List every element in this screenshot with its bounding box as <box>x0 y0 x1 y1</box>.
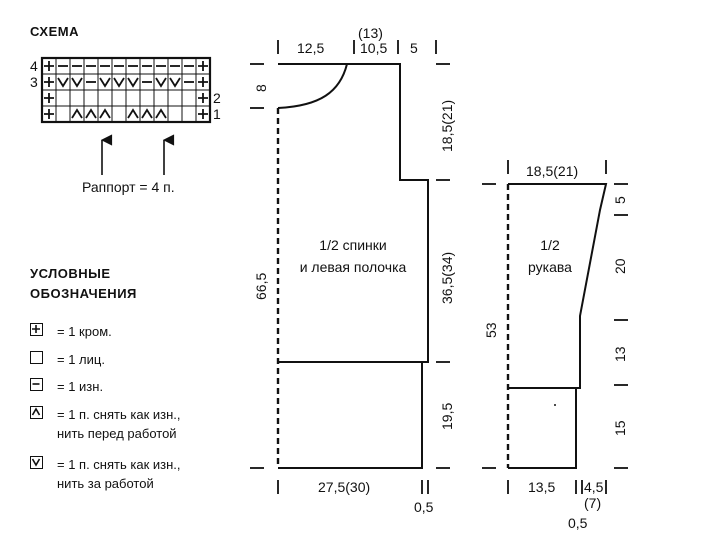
row-number-1: 1 <box>213 106 221 122</box>
dim-top-mid: 10,5 <box>360 40 387 56</box>
body-dimension-ticks <box>250 40 450 494</box>
dim-rib-height: 19,5 <box>439 403 455 430</box>
chart-stitch-symbol <box>198 77 208 87</box>
plus-icon <box>30 323 43 336</box>
dim-armhole-rib: 36,5(34) <box>439 252 455 304</box>
chart-stitch-symbol <box>169 77 181 88</box>
row-number-4: 4 <box>30 58 38 74</box>
sleeve-dim-5: 5 <box>612 196 628 204</box>
chart-stitch-symbol <box>99 108 111 119</box>
legend-item-knit: = 1 лиц. <box>30 350 105 369</box>
legend-item-slip-back: = 1 п. снять как изн., нить за работой <box>30 455 181 493</box>
sleeve-total-length: 53 <box>483 322 499 338</box>
chart-stitch-symbol <box>71 77 83 88</box>
chart-stitch-symbol <box>44 93 54 103</box>
chart-stitch-symbol <box>141 108 153 119</box>
sleeve-label-line1: 1/2 <box>540 237 560 253</box>
sleeve-piece <box>506 183 608 469</box>
chart-stitch-symbol <box>44 77 54 87</box>
chart-stitch-symbol <box>198 61 208 71</box>
chart-stitch-symbol <box>127 108 139 119</box>
sleeve-label-line2: рукава <box>528 259 572 275</box>
sleeve-bottom-right-alt: (7) <box>584 495 601 511</box>
legend-item-slip-front: = 1 п. снять как изн., нить перед работо… <box>30 405 181 443</box>
legend-item-edge: = 1 кром. <box>30 322 112 341</box>
dim-top-left: 12,5 <box>297 40 324 56</box>
sleeve-bottom-offset: 0,5 <box>568 515 588 531</box>
chart-stitch-symbol <box>85 108 97 119</box>
stitch-chart <box>40 56 212 124</box>
legend-item-purl: = 1 изн. <box>30 377 103 396</box>
chart-stitch-symbol <box>71 108 83 119</box>
sleeve-dim-20: 20 <box>612 258 628 274</box>
sleeve-dimension-ticks <box>482 160 628 494</box>
legend-text-slip-back: = 1 п. снять как изн., нить за работой <box>57 457 181 491</box>
sleeve-bottom-right: 4,5 <box>584 479 604 495</box>
dim-shoulder-armhole: 18,5(21) <box>439 100 455 152</box>
chart-stitch-symbol <box>57 77 69 88</box>
chart-stitch-symbol <box>198 109 208 119</box>
sleeve-bottom-width: 13,5 <box>528 479 555 495</box>
row-number-3: 3 <box>30 74 38 90</box>
repeat-label: Раппорт = 4 п. <box>82 179 175 195</box>
dim-neck-depth: 8 <box>253 84 269 92</box>
body-label-line1: 1/2 спинки <box>319 237 386 253</box>
caret-icon <box>30 406 43 419</box>
empty-square-icon <box>30 351 43 364</box>
sleeve-dim-13: 13 <box>612 346 628 362</box>
dim-top-mid-alt: (13) <box>358 25 383 41</box>
body-piece <box>276 63 429 469</box>
legend-text-edge: = 1 кром. <box>57 324 112 339</box>
legend-title-line2: ОБОЗНАЧЕНИЯ <box>30 286 137 301</box>
chart-stitch-symbol <box>127 77 139 88</box>
sleeve-dim-15: 15 <box>612 420 628 436</box>
chart-cells <box>44 61 208 119</box>
legend-text-slip-front: = 1 п. снять как изн., нить перед работо… <box>57 407 181 441</box>
dim-bottom-offset: 0,5 <box>414 499 434 515</box>
vee-icon <box>30 456 43 469</box>
chart-stitch-symbol <box>44 109 54 119</box>
scheme-title: СХЕМА <box>30 24 79 39</box>
minus-icon <box>30 378 43 391</box>
chart-stitch-symbol <box>155 77 167 88</box>
sleeve-top-width: 18,5(21) <box>526 163 578 179</box>
legend-text-purl: = 1 изн. <box>57 379 104 394</box>
row-number-2: 2 <box>213 90 221 106</box>
dim-bottom-width: 27,5(30) <box>318 479 370 495</box>
dim-top-right: 5 <box>410 40 418 56</box>
chart-stitch-symbol <box>113 77 125 88</box>
body-label-line2: и левая полочка <box>300 259 407 275</box>
chart-stitch-symbol <box>155 108 167 119</box>
chart-stitch-symbol <box>99 77 111 88</box>
chart-stitch-symbol <box>198 93 208 103</box>
legend-title-line1: УСЛОВНЫЕ <box>30 266 111 281</box>
dim-total-length: 66,5 <box>253 273 269 300</box>
chart-stitch-symbol <box>44 61 54 71</box>
legend-text-knit: = 1 лиц. <box>57 352 105 367</box>
